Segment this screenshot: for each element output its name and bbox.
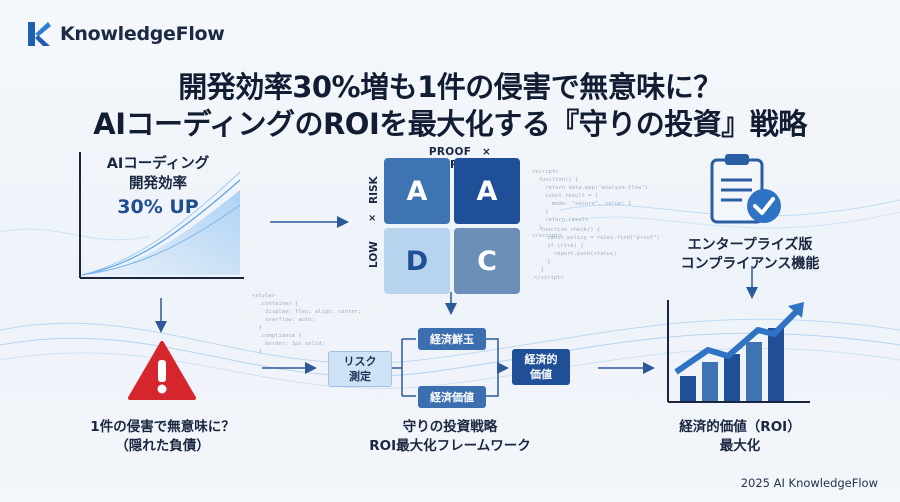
risk-line-2: （隠れた負債） [115, 438, 210, 454]
framework-caption-1: 守りの投資戦略 [402, 419, 498, 435]
roi-label: 経済的価値（ROI） 最大化 [645, 418, 835, 456]
matrix-left-label-mid: × [368, 213, 377, 224]
roi-line-1: 経済的価値（ROI） [679, 419, 801, 435]
efficiency-line-2: 開発効率 [129, 176, 187, 192]
risk-label: 1件の侵害で無意味に？ （隠れた負債） [70, 418, 255, 456]
framework-caption: 守りの投資戦略 ROI最大化フレームワーク [350, 418, 550, 456]
matrix-cell-top-right: A [454, 158, 520, 224]
code-snippet-decor-1: <script> function() { return data.map("a… [532, 169, 648, 239]
efficiency-highlight: 30% UP [117, 196, 199, 218]
roi-growth-chart-icon [667, 300, 810, 403]
title-line-2: AIコーディングのROIを最大化する『守りの投資』戦略 [93, 107, 807, 141]
matrix-cell-bottom-right: C [454, 228, 520, 294]
framework-top-node: 経済鮮玉 [418, 328, 486, 350]
matrix-cell-top-left: A [384, 158, 450, 224]
code-snippet-decor-2: function check() { const policy = rules.… [534, 227, 660, 281]
efficiency-chart [79, 152, 244, 279]
matrix-left-label-bottom: LOW [368, 241, 380, 268]
matrix-left-label-top: RISK [368, 176, 380, 204]
brand-logo: KnowledgeFlow [26, 20, 225, 48]
compliance-label: エンタープライズ版 コンプライアンス機能 [655, 236, 845, 274]
title-line-1: 開発効率30%増も1件の侵害で無意味に？ [178, 70, 722, 104]
roi-line-2: 最大化 [719, 438, 761, 454]
framework-bottom-node: 経済価値 [418, 386, 486, 408]
code-snippet-decor-3: <style> .container { display: flex; alig… [252, 293, 362, 355]
risk-line-1: 1件の侵害で無意味に？ [90, 419, 235, 435]
efficiency-label: AIコーディング 開発効率 30% UP [98, 154, 218, 220]
result-node: 経済的 価値 [512, 349, 570, 385]
footer-credit: 2025 AI KnowledgeFlow [740, 476, 878, 490]
compliance-line-2: コンプライアンス機能 [680, 256, 820, 272]
brand-name: KnowledgeFlow [60, 23, 225, 45]
priority-matrix: A A D C [384, 158, 520, 294]
knowledgeflow-logo-icon [28, 22, 51, 46]
efficiency-line-1: AIコーディング [106, 156, 210, 172]
measure-node: リスク 測定 [328, 351, 392, 387]
framework-caption-2: ROI最大化フレームワーク [369, 438, 531, 454]
matrix-cell-bottom-left: D [384, 228, 450, 294]
compliance-line-1: エンタープライズ版 [687, 237, 813, 253]
clipboard-check-icon [710, 154, 781, 224]
warning-icon [128, 341, 196, 400]
